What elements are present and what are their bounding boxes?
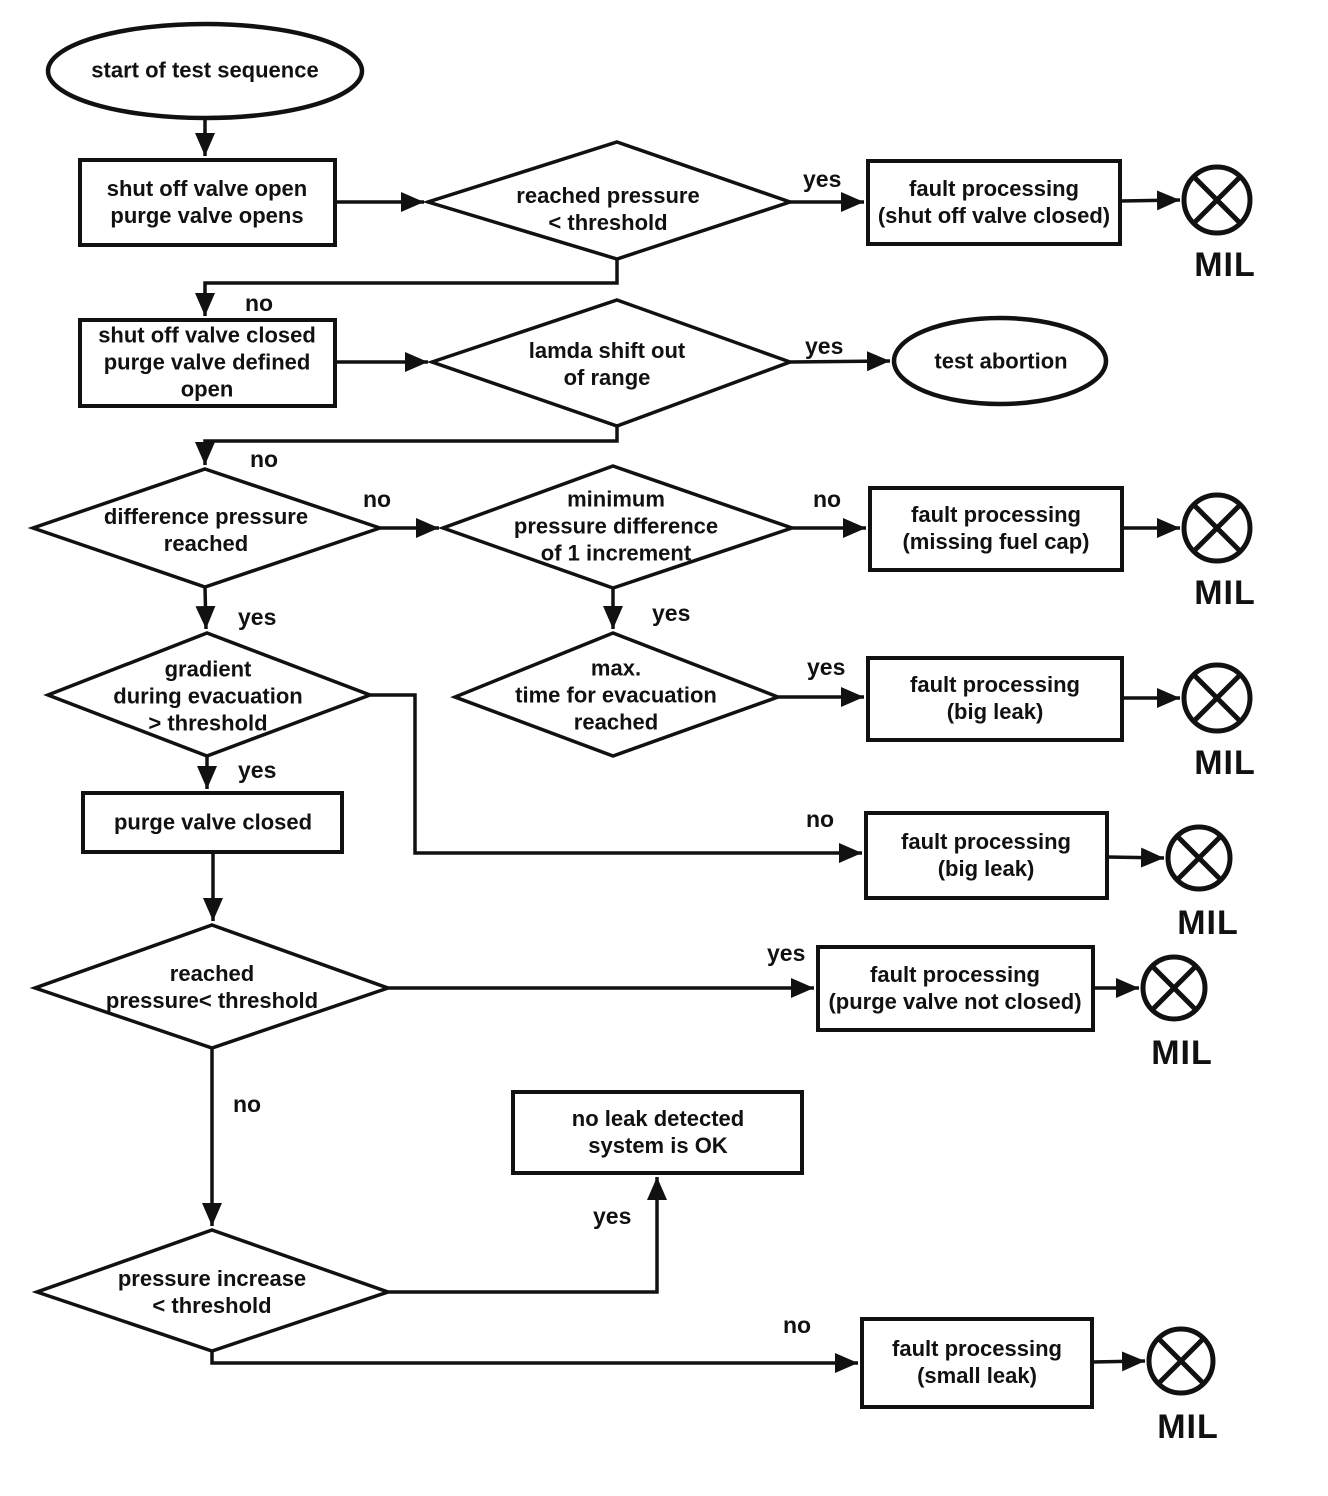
fault-purge-valve-not-closed-box <box>816 945 1095 1032</box>
no-leak-detected-box <box>511 1090 804 1175</box>
edge-label-no: no <box>806 806 835 832</box>
edge-lamda-no-to-diff-pressure <box>195 426 619 465</box>
fault-big-leak-1-label: fault processing (big leak) <box>910 672 1080 724</box>
edge-label-yes: yes <box>803 166 842 192</box>
mil-label: MIL <box>1194 744 1256 782</box>
mil-label: MIL <box>1151 1034 1213 1072</box>
edge-label-yes: yes <box>807 654 846 680</box>
edge-label-yes: yes <box>593 1203 632 1229</box>
test-abortion-terminator-shape <box>891 315 1109 407</box>
edge-label-yes: yes <box>238 757 277 783</box>
edge-label-no: no <box>363 486 392 512</box>
shut-off-valve-closed-label: shut off valve closed purge valve define… <box>98 322 316 402</box>
gradient-evacuation-label: gradient during evacuation > threshold <box>113 656 303 736</box>
mil-indicator-icon <box>1146 1326 1216 1396</box>
edge-label-yes: yes <box>805 333 844 359</box>
max-time-evacuation-diamond <box>450 631 784 758</box>
edge-label-no: no <box>250 446 279 472</box>
fault-shut-off-valve-closed-box <box>866 159 1122 246</box>
edge-label-no: no <box>233 1091 262 1117</box>
edge-gradient-no-to-big-leak2 <box>370 693 862 863</box>
edge-label-no: no <box>813 486 842 512</box>
fault-small-leak-box <box>860 1317 1094 1409</box>
edge-label-yes: yes <box>767 940 806 966</box>
edge-small-leak-to-mil <box>1091 1351 1146 1372</box>
fault-missing-fuel-cap-box <box>868 486 1124 572</box>
mil-label: MIL <box>1157 1408 1219 1446</box>
mil-indicator-icon <box>1165 824 1233 892</box>
edge-pressure-increase-yes-to-no-leak <box>388 1177 667 1294</box>
mil-indicator-icon <box>1181 662 1253 734</box>
fault-small-leak-label: fault processing (small leak) <box>892 1336 1062 1388</box>
mil-indicator-icon <box>1181 164 1253 236</box>
edge-fault1-to-mil <box>1119 190 1181 211</box>
reached-pressure-2-label: reached pressure< threshold <box>105 961 319 1013</box>
reached-pressure-1-label: reached pressure < threshold <box>516 183 700 235</box>
fault-big-leak-2-box <box>864 811 1109 900</box>
minimum-pressure-difference-label: minimum pressure difference of 1 increme… <box>513 486 719 566</box>
shut-off-valve-open-box <box>78 158 337 247</box>
pressure-increase-label: pressure increase < threshold <box>117 1266 307 1318</box>
test-abortion-label: test abortion <box>934 348 1068 374</box>
lamda-shift-label: lamda shift out of range <box>528 338 686 390</box>
purge-valve-closed-label: purge valve closed <box>113 809 313 835</box>
mil-label: MIL <box>1194 246 1256 284</box>
edge-label-no: no <box>245 290 274 316</box>
fault-missing-fuel-cap-label: fault processing (missing fuel cap) <box>902 502 1090 554</box>
fault-big-leak-2-label: fault processing (big leak) <box>901 829 1071 881</box>
edge-pressure-increase-no-to-small-leak <box>210 1351 858 1373</box>
mil-indicator-icon <box>1181 492 1253 564</box>
mil-label: MIL <box>1194 574 1256 612</box>
edge-reached1-no-to-shutoff-closed <box>195 259 619 316</box>
purge-valve-closed-box <box>81 791 344 854</box>
start-terminator-label: start of test sequence <box>91 57 319 83</box>
difference-pressure-label: difference pressure reached <box>103 504 309 556</box>
fault-shut-off-valve-closed-label: fault processing (shut off valve closed) <box>877 176 1111 228</box>
edge-label-yes: yes <box>238 604 277 630</box>
edge-lamda-yes-to-abortion <box>789 351 891 372</box>
no-leak-detected-label: no leak detected system is OK <box>571 1106 745 1158</box>
edge-label-no: no <box>783 1312 812 1338</box>
shut-off-valve-open-label: shut off valve open purge valve opens <box>106 176 308 228</box>
edge-label-yes: yes <box>652 600 691 626</box>
mil-indicator-icon <box>1140 954 1208 1022</box>
edge-big-leak2-to-mil <box>1106 847 1165 868</box>
fault-purge-valve-not-closed-label: fault processing (purge valve not closed… <box>828 962 1082 1014</box>
edge-diff-pressure-yes-to-gradient <box>195 586 216 630</box>
mil-label: MIL <box>1177 904 1239 942</box>
max-time-evacuation-label: max. time for evacuation reached <box>515 655 717 735</box>
fault-big-leak-1-box <box>866 656 1124 742</box>
